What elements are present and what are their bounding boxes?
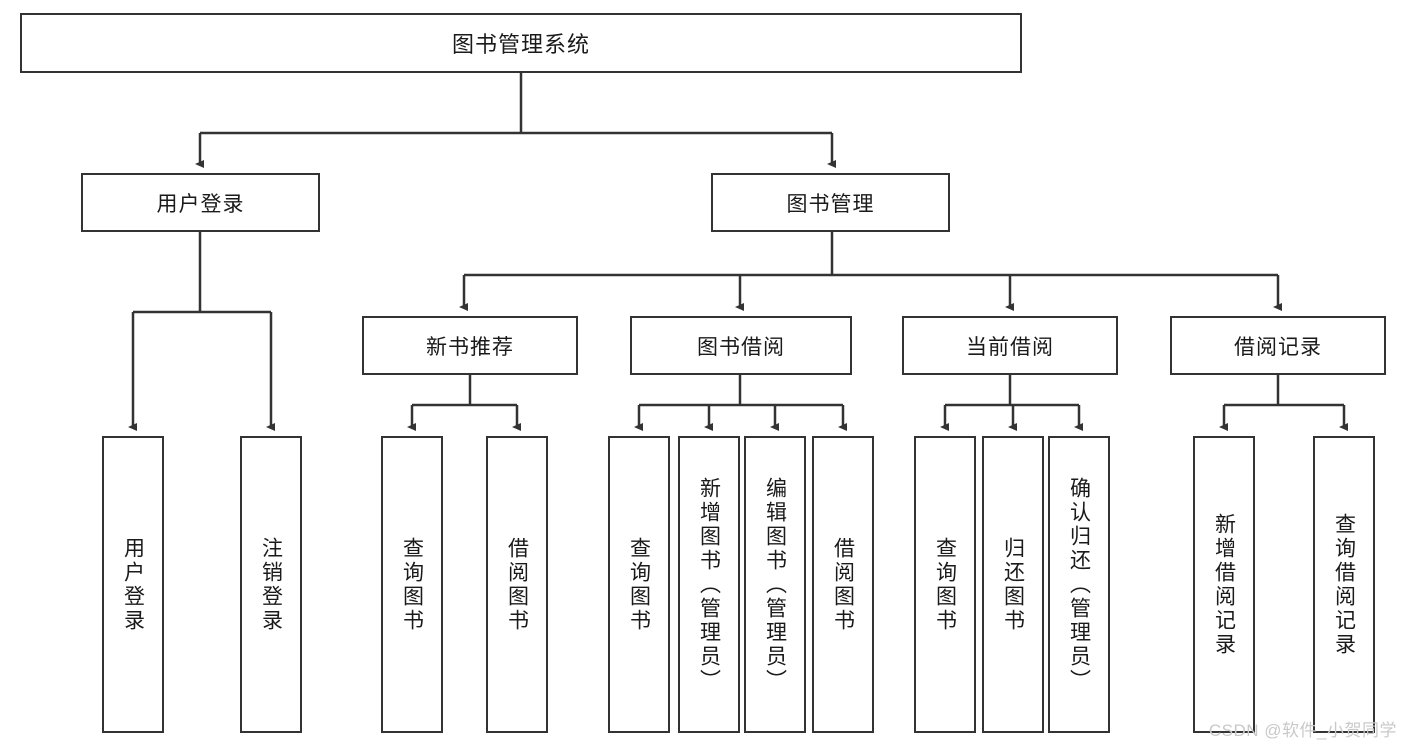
leaf-query-record[interactable]: 查询借阅记录: [1313, 436, 1375, 733]
leaf-query-book-3[interactable]: 查询图书: [914, 436, 976, 733]
leaf-query-book-1[interactable]: 查询图书: [381, 436, 443, 733]
leaf-borrow-book-1[interactable]: 借阅图书: [486, 436, 548, 733]
node-book-manage[interactable]: 图书管理: [711, 173, 950, 232]
node-user-login[interactable]: 用户登录: [81, 173, 320, 232]
watermark: CSDN @软件_小贺同学: [1208, 721, 1397, 740]
leaf-label: 查询图书: [400, 536, 424, 633]
leaf-label: 查询图书: [627, 536, 651, 633]
node-borrow-record[interactable]: 借阅记录: [1170, 316, 1386, 375]
node-current-borrow[interactable]: 当前借阅: [902, 316, 1118, 375]
leaf-label: 新增借阅记录: [1212, 512, 1236, 657]
leaf-label: 编辑图书（管理员）: [763, 476, 787, 693]
leaf-label: 用户登录: [121, 536, 145, 633]
leaf-label: 注销登录: [259, 536, 283, 633]
leaf-add-book[interactable]: 新增图书（管理员）: [678, 436, 740, 733]
leaf-query-book-2[interactable]: 查询图书: [608, 436, 670, 733]
leaf-label: 归还图书: [1001, 536, 1025, 633]
leaf-return-book[interactable]: 归还图书: [982, 436, 1044, 733]
node-book-borrow[interactable]: 图书借阅: [630, 316, 852, 375]
leaf-confirm-return[interactable]: 确认归还（管理员）: [1048, 436, 1110, 733]
leaf-label: 借阅图书: [505, 536, 529, 633]
leaf-user-logout[interactable]: 注销登录: [240, 436, 302, 733]
leaf-user-login[interactable]: 用户登录: [102, 436, 164, 733]
leaf-label: 查询图书: [933, 536, 957, 633]
node-new-book-recommend[interactable]: 新书推荐: [362, 316, 578, 375]
leaf-label: 确认归还（管理员）: [1067, 476, 1091, 693]
leaf-borrow-book-2[interactable]: 借阅图书: [812, 436, 874, 733]
leaf-label: 借阅图书: [831, 536, 855, 633]
leaf-label: 查询借阅记录: [1332, 512, 1356, 657]
node-root[interactable]: 图书管理系统: [20, 13, 1022, 73]
leaf-add-record[interactable]: 新增借阅记录: [1193, 436, 1255, 733]
leaf-edit-book[interactable]: 编辑图书（管理员）: [744, 436, 806, 733]
leaf-label: 新增图书（管理员）: [697, 476, 721, 693]
